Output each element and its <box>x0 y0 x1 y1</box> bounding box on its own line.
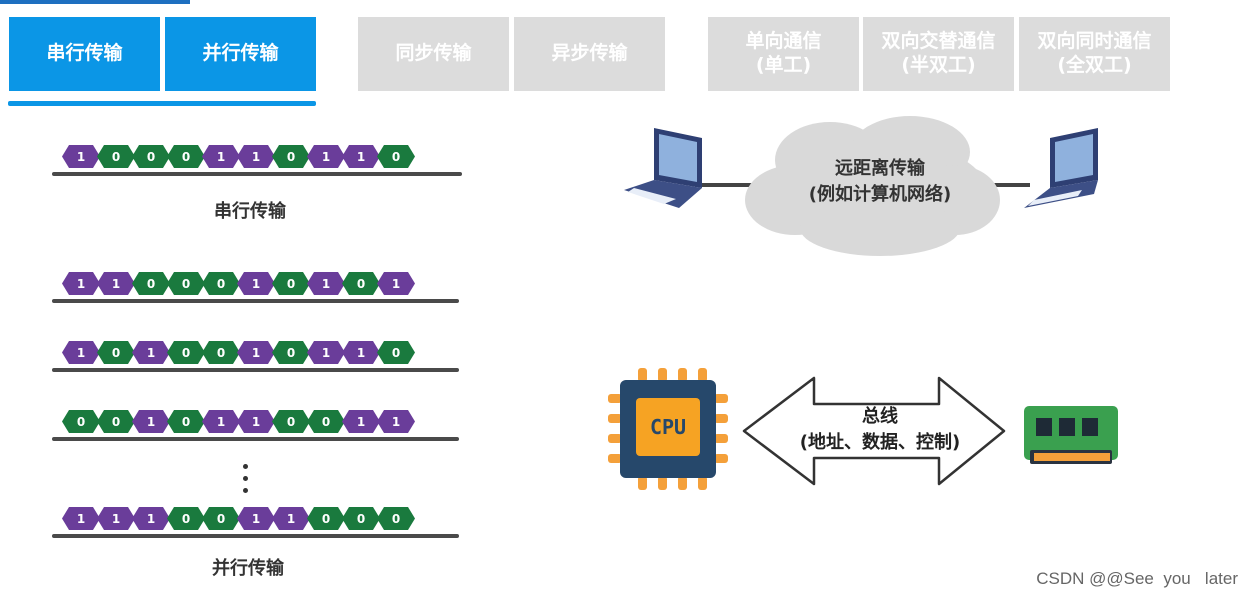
bit-cell: 1 <box>237 341 275 364</box>
tab-label: 同步传输 <box>395 42 472 65</box>
tab-sync[interactable]: 同步传输 <box>358 17 509 91</box>
bit-cell: 1 <box>377 410 415 433</box>
tab-label: 串行传输 <box>46 42 123 65</box>
bit-cell: 0 <box>62 410 100 433</box>
bit-cell: 0 <box>342 272 380 295</box>
tab-label-line1: 双向交替通信 <box>881 30 996 53</box>
bit-cell: 1 <box>62 507 100 530</box>
bit-cell: 1 <box>202 145 240 168</box>
tab-label: 并行传输 <box>202 42 279 65</box>
bit-cell: 1 <box>62 341 100 364</box>
bit-cell: 1 <box>132 341 170 364</box>
cloud-icon <box>745 116 1000 256</box>
bit-cell: 0 <box>202 341 240 364</box>
tab-label-line1: 双向同时通信 <box>1037 30 1152 53</box>
bit-cell: 0 <box>307 507 345 530</box>
parallel-line <box>52 437 459 441</box>
bidirectional-arrow <box>742 376 1006 486</box>
bit-cell: 0 <box>272 410 310 433</box>
top-strip <box>0 0 190 4</box>
bit-cell: 1 <box>272 507 310 530</box>
bit-cell: 0 <box>377 145 415 168</box>
bit-cell: 1 <box>377 272 415 295</box>
bit-cell: 1 <box>342 410 380 433</box>
parallel-line <box>52 299 459 303</box>
bit-cell: 1 <box>307 145 345 168</box>
tab-label: 异步传输 <box>551 42 628 65</box>
tab-full-duplex[interactable]: 双向同时通信 (全双工) <box>1019 17 1170 91</box>
bit-cell: 0 <box>167 410 205 433</box>
bit-cell: 0 <box>377 341 415 364</box>
bit-cell: 1 <box>342 341 380 364</box>
bit-cell: 0 <box>202 507 240 530</box>
bit-cell: 1 <box>237 272 275 295</box>
tab-half-duplex[interactable]: 双向交替通信 (半双工) <box>863 17 1014 91</box>
memory-module-icon <box>1024 406 1118 464</box>
bit-cell: 0 <box>342 507 380 530</box>
ellipsis-dots <box>243 464 249 500</box>
bit-cell: 0 <box>132 272 170 295</box>
bit-cell: 1 <box>237 410 275 433</box>
tab-label-line2: (全双工) <box>1057 54 1132 76</box>
bit-cell: 1 <box>237 145 275 168</box>
network-label-line2: (例如计算机网络) <box>808 184 952 206</box>
bit-cell: 0 <box>167 272 205 295</box>
cpu-chip-label: CPU <box>650 415 686 439</box>
bit-cell: 1 <box>307 341 345 364</box>
bit-cell: 0 <box>307 410 345 433</box>
bit-cell: 1 <box>132 410 170 433</box>
tab-label-line2: (半双工) <box>901 54 976 76</box>
laptop-icon <box>624 128 702 208</box>
bit-cell: 1 <box>342 145 380 168</box>
watermark: CSDN @@See you later <box>1036 569 1238 588</box>
network-label: 远距离传输 (例如计算机网络) <box>770 156 990 208</box>
parallel-caption: 并行传输 <box>212 558 284 579</box>
bus-label: 总线 (地址、数据、控制) <box>770 404 990 456</box>
tab-label-line1: 单向通信 <box>745 30 822 53</box>
tab-async[interactable]: 异步传输 <box>514 17 665 91</box>
bit-cell: 0 <box>167 507 205 530</box>
bit-cell: 0 <box>97 341 135 364</box>
bit-cell: 0 <box>167 145 205 168</box>
bus-illustration: CPU <box>608 368 1118 490</box>
tab-serial[interactable]: 串行传输 <box>9 17 160 91</box>
tab-simplex[interactable]: 单向通信 (单工) <box>708 17 859 91</box>
bit-cell: 1 <box>97 272 135 295</box>
bit-cell: 0 <box>272 272 310 295</box>
bit-cell: 1 <box>202 410 240 433</box>
bit-cell: 1 <box>62 145 100 168</box>
bit-cell: 1 <box>237 507 275 530</box>
bit-cell: 0 <box>167 341 205 364</box>
bit-cell: 0 <box>97 410 135 433</box>
bit-cell: 0 <box>202 272 240 295</box>
cpu-chip-icon: CPU <box>608 368 728 490</box>
serial-caption: 串行传输 <box>214 201 286 222</box>
active-tab-underline <box>8 101 316 106</box>
bit-cell: 1 <box>307 272 345 295</box>
bit-cell: 1 <box>97 507 135 530</box>
tab-label-line2: (单工) <box>755 54 812 76</box>
tab-parallel[interactable]: 并行传输 <box>165 17 316 91</box>
bit-cell: 1 <box>132 507 170 530</box>
bit-cell: 0 <box>272 341 310 364</box>
bit-cell: 0 <box>377 507 415 530</box>
parallel-line <box>52 368 459 372</box>
bit-cell: 0 <box>97 145 135 168</box>
bus-label-line2: (地址、数据、控制) <box>799 432 961 454</box>
laptop-icon <box>1024 128 1098 208</box>
bit-cell: 0 <box>272 145 310 168</box>
bit-cell: 1 <box>62 272 100 295</box>
serial-line <box>52 172 462 176</box>
network-illustration <box>624 116 1098 256</box>
parallel-line <box>52 534 459 538</box>
bus-label-line1: 总线 <box>862 406 898 427</box>
bit-cell: 0 <box>132 145 170 168</box>
network-label-line1: 远距离传输 <box>835 158 925 179</box>
